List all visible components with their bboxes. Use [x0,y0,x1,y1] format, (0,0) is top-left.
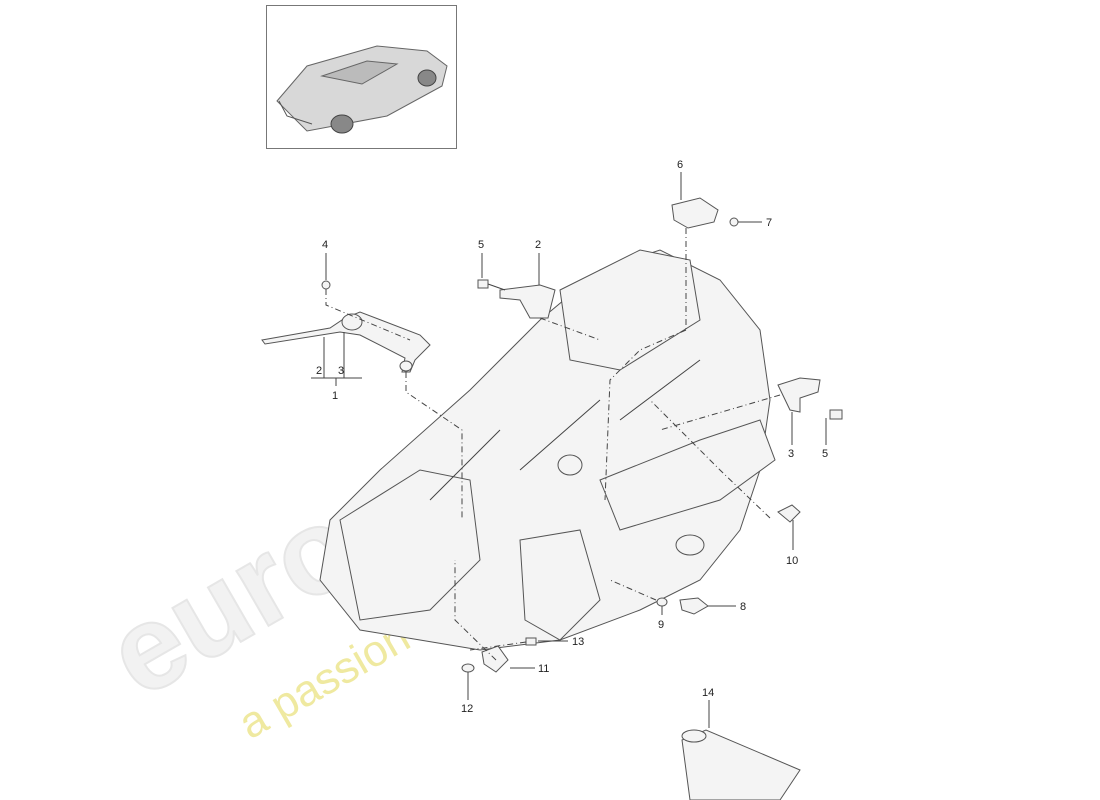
callout-3-right: 3 [788,448,794,460]
part-2-bracket[interactable] [499,284,556,319]
callout-10: 10 [786,555,798,567]
part-9-seal[interactable] [656,597,668,607]
callout-5-top: 5 [478,239,484,251]
part-10-sensor[interactable] [777,504,801,523]
callout-14: 14 [702,687,714,699]
part-8-sender[interactable] [679,597,709,615]
callout-labels: 4 5 2 6 7 2 3 1 3 5 10 8 9 13 11 12 14 [316,159,828,715]
vehicle-thumbnail [266,5,457,149]
callout-8: 8 [740,601,746,613]
part-3-bracket-right[interactable] [777,377,821,413]
callout-3-left: 3 [338,365,344,377]
callout-11: 11 [538,663,549,675]
leader-lines [311,172,827,728]
callout-13: 13 [572,636,584,648]
alignment-lines [325,228,781,661]
callout-4: 4 [322,239,328,251]
callout-6: 6 [677,159,683,171]
part-6-switch[interactable] [671,197,719,229]
part-4-nut[interactable] [321,280,331,290]
part-7-screw[interactable] [729,217,739,227]
part-12-oring[interactable] [461,663,475,673]
part-5-bolt-top[interactable] [477,279,506,291]
callout-7: 7 [766,217,772,229]
callout-5-right: 5 [822,448,828,460]
callout-12: 12 [461,703,473,715]
convertible-car-icon [276,45,448,134]
callout-2-top: 2 [535,239,541,251]
part-14-tube[interactable] [681,729,801,800]
part-13-bolt[interactable] [525,637,537,646]
callout-9: 9 [658,619,664,631]
part-sensor-lever[interactable] [261,311,431,373]
part-5-bolt-right[interactable] [829,409,843,420]
callout-1: 1 [332,390,338,402]
callout-2-left: 2 [316,365,322,377]
transmission-housing [319,249,776,651]
